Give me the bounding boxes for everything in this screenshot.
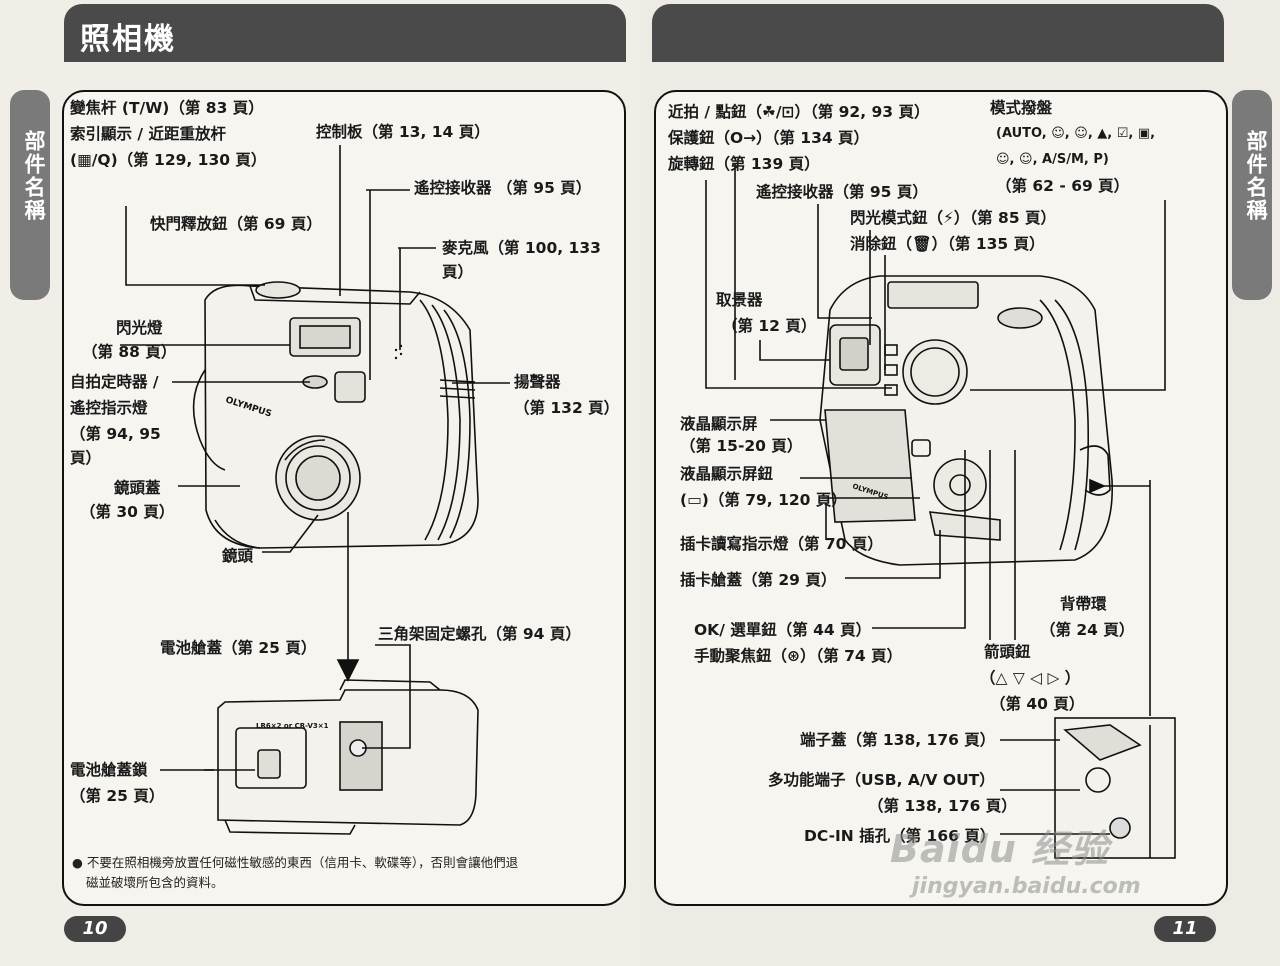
label-strap: 背帶環 — [1060, 595, 1107, 613]
label-lcd: 液晶顯示屏 — [680, 415, 758, 433]
label-tripod-socket: 三角架固定螺孔（第 94 頁） — [378, 625, 581, 643]
label-battery-cover: 電池艙蓋（第 25 頁） — [160, 639, 317, 657]
label-control-panel: 控制板（第 13, 14 頁） — [316, 123, 490, 141]
label-protect: 保護鈕（O→）（第 134 頁） — [668, 129, 870, 147]
page-number-right: 11 — [1154, 916, 1216, 942]
label-macro-spot: 近拍 / 點鈕（☘/⊡）（第 92, 93 頁） — [668, 103, 930, 121]
label-multi-connector-page: （第 138, 176 頁） — [868, 797, 1017, 815]
label-lcd-button: 液晶顯示屏鈕 — [680, 465, 774, 483]
camera-back-illustration — [819, 275, 1113, 566]
label-mode-dial: 模式撥盤 — [990, 99, 1053, 117]
label-flash-mode: 閃光模式鈕（⚡）（第 85 頁） — [850, 209, 1056, 227]
label-index-display: 索引顯示 / 近距重放杆 — [70, 125, 226, 143]
label-arrow-pad-symbols: （△ ▽ ◁ ▷ ） — [980, 669, 1081, 687]
section-banner-right — [652, 4, 1224, 62]
label-rotate: 旋轉鈕（第 139 頁） — [668, 155, 820, 173]
label-strap-page: （第 24 頁） — [1040, 621, 1135, 639]
label-battery-lock: 電池艙蓋鎖 — [70, 761, 148, 779]
watermark: Baidu 经验 — [890, 827, 1110, 871]
label-mode-dial-icons-2: ☺, ☺, A/S/M, P) — [996, 152, 1109, 167]
label-remote-receiver-right: 遙控接收器（第 95 頁） — [756, 183, 928, 201]
label-self-timer: 自拍定時器 / — [70, 373, 159, 391]
note-line-1: ● 不要在照相機旁放置任何磁性敏感的東西（信用卡、軟碟等），否則會讓他們退 — [72, 855, 519, 870]
label-remote-receiver: 遙控接收器 （第 95 頁） — [414, 179, 592, 197]
label-arrow-pad-page: （第 40 頁） — [990, 695, 1085, 713]
label-multi-connector: 多功能端子（USB, A/V OUT） — [768, 771, 995, 789]
label-erase: 消除鈕（🗑）（第 135 頁） — [850, 235, 1045, 253]
label-mode-dial-pages: （第 62 - 69 頁） — [996, 177, 1130, 195]
label-self-timer-2: 遙控指示燈 — [70, 399, 148, 417]
label-flash-page: （第 88 頁） — [82, 343, 177, 361]
label-shutter-button: 快門釋放鈕（第 69 頁） — [150, 215, 322, 233]
label-self-timer-3: （第 94, 95 — [70, 425, 161, 443]
label-lcd-button-page: (▭)（第 79, 120 頁） — [680, 491, 847, 509]
label-arrow-pad: 箭頭鈕 — [984, 643, 1031, 661]
label-lens-cap: 鏡頭蓋 — [114, 479, 161, 497]
side-tab-label: 部件名稱 — [1244, 130, 1268, 222]
label-battery-lock-page: （第 25 頁） — [70, 787, 165, 805]
side-tab-right: 部件名稱 — [1232, 90, 1272, 300]
label-index-display-pages: (▦/Q)（第 129, 130 頁） — [70, 151, 267, 169]
connector-inset-illustration — [1054, 717, 1176, 859]
label-card-access: 插卡讀寫指示燈（第 70 頁） — [680, 535, 883, 553]
label-viewfinder-page: （第 12 頁） — [722, 317, 817, 335]
page-number-left: 10 — [64, 916, 126, 942]
label-lcd-page: （第 15-20 頁） — [680, 437, 803, 455]
battery-marking: LR6×2 or CR-V3×1 — [256, 722, 329, 730]
label-speaker: 揚聲器 — [514, 373, 561, 391]
label-speaker-page: （第 132 頁） — [514, 399, 620, 417]
label-lens-cap-page: （第 30 頁） — [80, 503, 175, 521]
label-self-timer-4: 頁） — [70, 449, 102, 467]
side-tab-label: 部件名稱 — [22, 130, 46, 222]
section-banner: 照相機 — [64, 4, 626, 62]
label-dc-in: DC-IN 插孔（第 166 頁） — [804, 827, 996, 845]
label-microphone: 麥克風（第 100, 133 — [442, 239, 601, 257]
camera-front-illustration — [192, 281, 479, 549]
label-zoom-lever: 變焦杆 (T/W)（第 83 頁） — [70, 99, 264, 117]
label-card-cover: 插卡艙蓋（第 29 頁） — [680, 571, 837, 589]
camera-bottom-illustration — [204, 679, 479, 835]
side-tab-left: 部件名稱 — [10, 90, 50, 300]
label-connector-cover: 端子蓋（第 138, 176 頁） — [800, 731, 996, 749]
label-lens: 鏡頭 — [222, 547, 254, 565]
section-title: 照相機 — [80, 22, 176, 57]
label-manual-focus: 手動聚焦鈕（⊛）（第 74 頁） — [694, 647, 903, 665]
label-viewfinder: 取景器 — [716, 291, 763, 309]
label-mode-dial-icons: (AUTO, ☺, ☺, ▲, ☑, ▣, — [996, 126, 1156, 141]
label-flash: 閃光燈 — [116, 319, 163, 337]
label-microphone-cont: 頁） — [442, 263, 474, 281]
note-line-2: 磁並破壞所包含的資料。 — [86, 875, 224, 890]
watermark-url: jingyan.baidu.com — [912, 874, 1141, 899]
label-ok-menu: OK/ 選單鈕（第 44 頁） — [694, 621, 872, 639]
